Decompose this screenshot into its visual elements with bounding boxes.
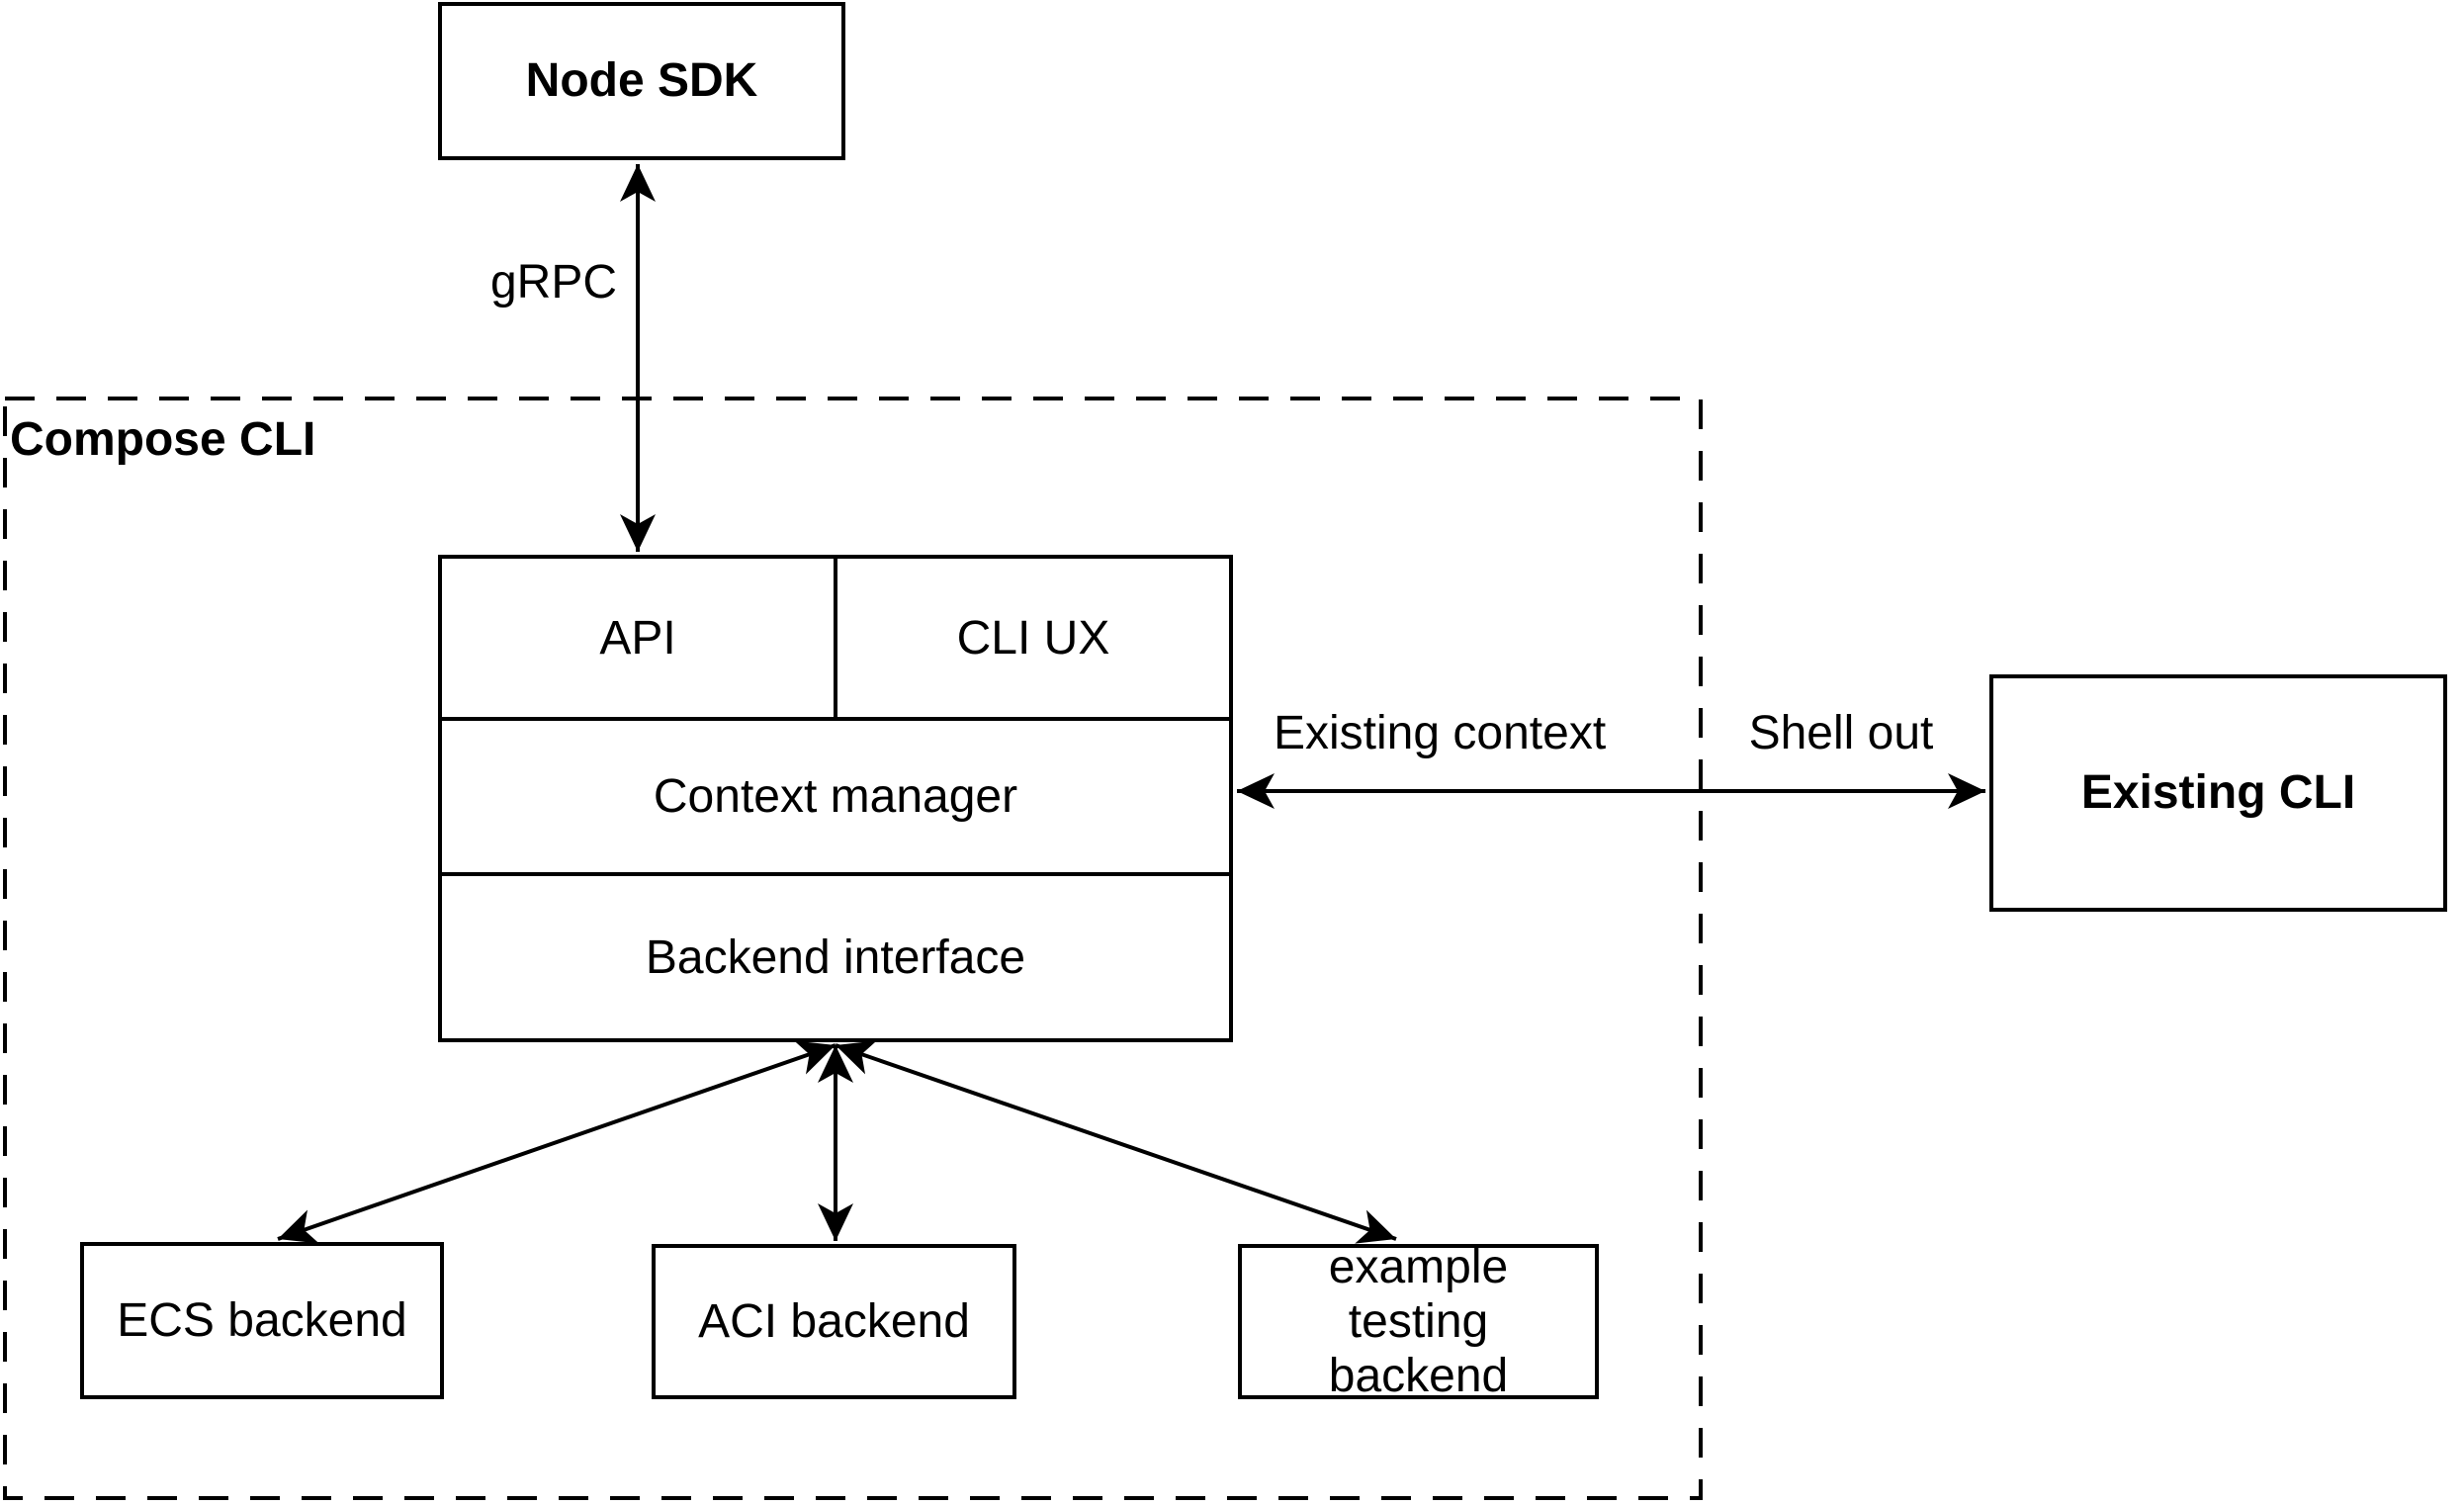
compose-cli-module-box: API CLI UX Context manager Backend inter… [438,555,1233,1042]
aci-backend-box: ACI backend [652,1244,1016,1399]
aci-backend-label: ACI backend [698,1294,970,1348]
cli-ux-label: CLI UX [956,611,1110,665]
backend-to-example-testing-arrow [835,1040,1397,1244]
api-label: API [599,611,676,665]
backend-to-ecs-arrow [277,1040,836,1244]
existing-cli-box: Existing CLI [1989,674,2447,912]
existing-cli-label: Existing CLI [2080,766,2356,820]
cli-ux-box: CLI UX [834,559,1229,717]
context-manager-label: Context manager [653,770,1018,823]
node-sdk-box: Node SDK [438,2,845,160]
backend-interface-box: Backend interface [442,872,1229,1038]
node-sdk-label: Node SDK [525,54,758,108]
ecs-backend-box: ECS backend [80,1242,444,1399]
api-box: API [442,559,834,717]
grpc-edge-label: gRPC [489,256,618,309]
ecs-backend-label: ECS backend [117,1293,407,1347]
example-testing-backend-label: example testing backend [1328,1240,1509,1403]
module-top-row: API CLI UX [442,559,1229,717]
backend-interface-label: Backend interface [645,931,1026,984]
existing-context-edge-label: Existing context [1274,707,1607,759]
shell-out-edge-label: Shell out [1748,707,1934,759]
example-testing-backend-box: example testing backend [1238,1241,1599,1402]
compose-cli-container-label: Compose CLI [10,413,316,466]
context-manager-box: Context manager [442,717,1229,872]
